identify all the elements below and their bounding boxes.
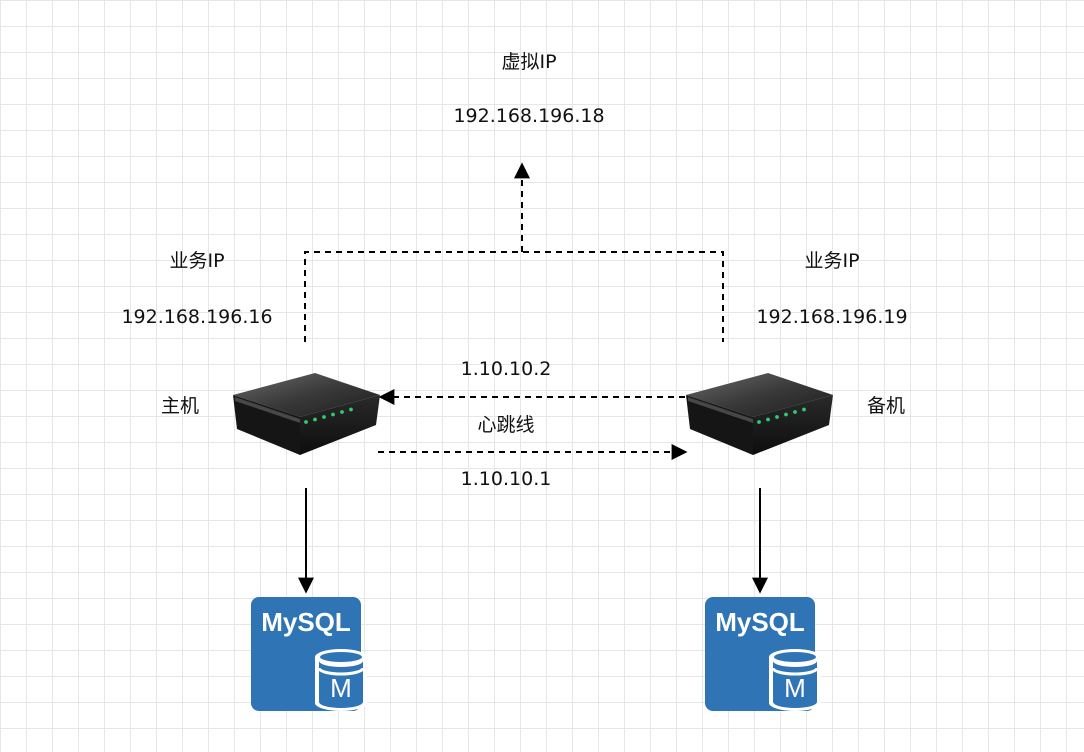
standby-server-icon — [686, 373, 833, 455]
standby-mysql-icon: MySQL M — [705, 597, 821, 711]
heartbeat-ip-standby: 1.10.10.2 — [460, 358, 552, 380]
standby-mysql-label: MySQL — [715, 607, 805, 637]
primary-mysql-icon: MySQL M — [251, 597, 367, 711]
vip-address: 192.168.196.18 — [453, 105, 605, 127]
heartbeat-ip-primary: 1.10.10.1 — [460, 468, 552, 490]
vip-link-line — [304, 251, 724, 342]
heartbeat-label: 心跳线 — [477, 414, 535, 436]
standby-node-label: 备机 — [866, 395, 906, 417]
standby-service-ip: 192.168.196.19 — [756, 306, 908, 328]
standby-mysql-badge: M — [784, 673, 806, 703]
primary-service-ip-title: 业务IP — [169, 250, 225, 272]
primary-server-icon — [233, 373, 380, 455]
primary-mysql-label: MySQL — [261, 607, 351, 637]
standby-service-ip-title: 业务IP — [804, 250, 860, 272]
primary-mysql-badge: M — [330, 673, 352, 703]
primary-service-ip: 192.168.196.16 — [121, 306, 273, 328]
primary-node-label: 主机 — [160, 395, 200, 417]
vip-title: 虚拟IP — [501, 51, 557, 73]
